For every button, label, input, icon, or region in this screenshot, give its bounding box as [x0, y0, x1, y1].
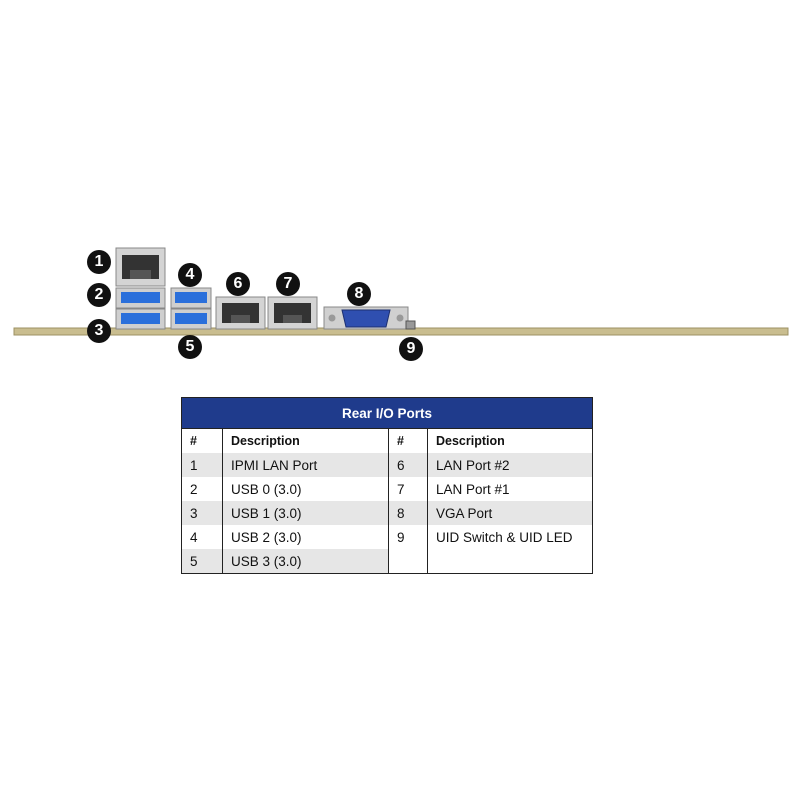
usb2-port-graphic [170, 287, 212, 309]
cell-description: UID Switch & UID LED [427, 525, 593, 549]
lan1-port-graphic [267, 296, 318, 330]
callout-badge: 9 [399, 337, 423, 361]
ipmi-lan-port-graphic [115, 247, 166, 287]
cell-description: USB 1 (3.0) [222, 501, 389, 525]
col-header-num: # [181, 428, 223, 453]
callout-badge: 2 [87, 283, 111, 307]
table-header-row: # Description # Description [181, 428, 593, 453]
rear-io-diagram: 1 2 3 4 5 6 7 8 9 [0, 0, 800, 380]
usb0-port-graphic [115, 287, 166, 309]
lan2-port-graphic [215, 296, 266, 330]
callout-badge: 4 [178, 263, 202, 287]
rear-io-ports-table-container: Rear I/O Ports # Description # Descripti… [181, 397, 593, 574]
cell-num: 4 [190, 529, 198, 545]
cell-num: 5 [181, 549, 223, 574]
uid-switch-graphic [405, 320, 416, 330]
rear-io-panel-illustration [13, 247, 789, 336]
cell-num: 8 [388, 501, 428, 525]
table-title: Rear I/O Ports [181, 397, 593, 429]
table-row: 5 USB 3 (3.0) [181, 549, 593, 574]
vga-port-graphic [323, 306, 409, 330]
cell-num: 9 [388, 525, 428, 549]
callout-badge: 5 [178, 335, 202, 359]
cell-description: IPMI LAN Port [222, 453, 389, 477]
usb1-port-graphic [115, 308, 166, 330]
cell-num: 7 [388, 477, 428, 501]
table-row: 4 USB 2 (3.0) 9 UID Switch & UID LED [182, 525, 593, 549]
cell-description: USB 3 (3.0) [222, 549, 389, 574]
cell-num: 1 [181, 453, 223, 477]
callout-badge: 3 [87, 319, 111, 343]
rear-io-ports-table: Rear I/O Ports # Description # Descripti… [181, 397, 593, 574]
cell-num: 3 [181, 501, 223, 525]
cell-description: USB 0 (3.0) [222, 477, 389, 501]
callout-badge: 7 [276, 272, 300, 296]
usb3-port-graphic [170, 308, 212, 330]
cell-description: USB 2 (3.0) [222, 525, 389, 549]
col-header-description: Description [427, 428, 593, 453]
cell-description: VGA Port [427, 501, 593, 525]
table-row: 1 IPMI LAN Port 6 LAN Port #2 [181, 453, 593, 477]
table-row: 2 USB 0 (3.0) 7 LAN Port #1 [182, 477, 593, 501]
cell-num: 6 [388, 453, 428, 477]
cell-num: 2 [190, 481, 198, 497]
cell-description: LAN Port #1 [427, 477, 593, 501]
col-header-description: Description [222, 428, 389, 453]
cell-num [388, 549, 428, 574]
table-row: 3 USB 1 (3.0) 8 VGA Port [181, 501, 593, 525]
cell-description [427, 549, 593, 574]
callout-badge: 8 [347, 282, 371, 306]
callout-badge: 6 [226, 272, 250, 296]
callout-badge: 1 [87, 250, 111, 274]
cell-description: LAN Port #2 [427, 453, 593, 477]
col-header-num: # [388, 428, 428, 453]
